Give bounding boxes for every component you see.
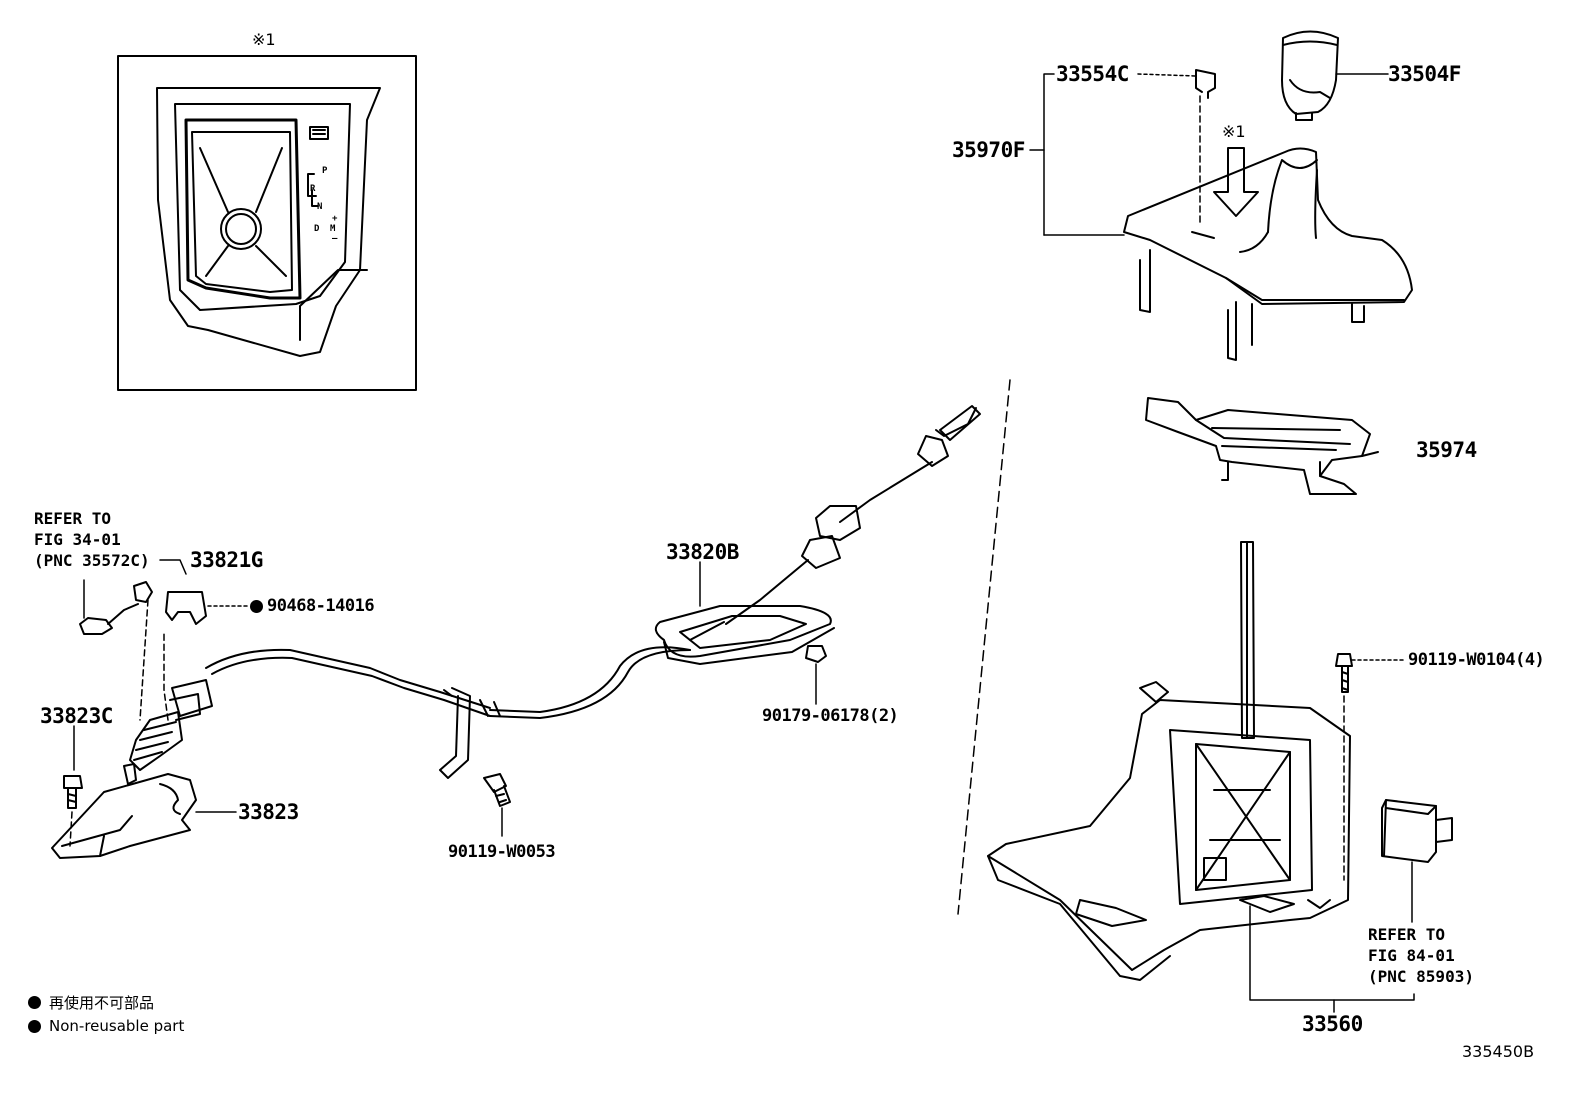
bolt-90119-w0053 — [483, 773, 511, 837]
gear-letter-plus: + — [332, 214, 338, 224]
nut-90179 — [805, 645, 827, 705]
gear-letter-minus: – — [332, 234, 338, 244]
legend-jp: 再使用不可部品 — [28, 992, 154, 1013]
label-33820b: 33820B — [666, 540, 739, 564]
label-33560: 33560 — [1302, 1012, 1363, 1036]
refer-right-line1: REFER TO — [1368, 925, 1446, 944]
shift-lever-assembly — [987, 541, 1351, 981]
label-35970f: 35970F — [952, 138, 1025, 162]
clip-33554C — [1195, 69, 1216, 99]
shift-knob — [1281, 30, 1339, 121]
clip-33821g — [133, 559, 187, 603]
refer-note-right: REFER TO FIG 84-01 (PNC 85903) — [1368, 924, 1474, 987]
label-33823: 33823 — [238, 800, 299, 824]
gear-letter-r: R — [310, 184, 316, 194]
control-module — [1381, 799, 1453, 923]
leader-33560 — [1249, 905, 1415, 1013]
refer-left-line1: REFER TO — [34, 509, 112, 528]
inset-pointer-arrow — [1213, 147, 1259, 217]
label-33821g: 33821G — [190, 548, 263, 572]
label-90468: 90468-14016 — [250, 596, 375, 616]
label-33823c: 33823C — [40, 704, 113, 728]
label-33504f: 33504F — [1388, 62, 1461, 86]
refer-note-left: REFER TO FIG 34-01 (PNC 35572C) — [34, 508, 150, 571]
legend-en: Non-reusable part — [28, 1017, 184, 1035]
shift-panel-illustration — [156, 87, 381, 357]
cable-end — [123, 599, 213, 785]
label-90119-w0053: 90119-W0053 — [448, 842, 556, 862]
bolt-90119-w0104 — [1335, 653, 1407, 881]
non-reusable-dot — [250, 599, 263, 613]
refer-right-line2: FIG 84-01 — [1368, 946, 1455, 965]
section-dashed-line — [957, 379, 1011, 915]
bracket-33823 — [51, 773, 237, 859]
shift-boot-panel — [1123, 147, 1413, 361]
gear-letter-p: P — [322, 166, 328, 176]
label-33554c: 33554C — [1056, 62, 1129, 86]
arrow-mark: ※1 — [1222, 122, 1246, 141]
inset-box — [117, 55, 417, 391]
gear-letter-n: N — [317, 202, 323, 212]
gear-letter-d: D — [314, 224, 320, 234]
label-90119-w0104: 90119-W0104(4) — [1408, 650, 1545, 670]
label-90468-text: 90468-14016 — [267, 596, 375, 616]
legend-jp-text: 再使用不可部品 — [49, 994, 155, 1012]
legend-dot-en — [28, 1019, 41, 1033]
label-90179: 90179-06178(2) — [762, 706, 899, 726]
link-35572c — [79, 579, 139, 635]
refer-left-line3: (PNC 35572C) — [34, 551, 150, 570]
leaders-upper — [1029, 73, 1389, 236]
refer-left-line2: FIG 34-01 — [34, 530, 121, 549]
legend-en-text: Non-reusable part — [49, 1017, 185, 1035]
label-35974: 35974 — [1416, 438, 1477, 462]
bracket-35974 — [1145, 397, 1379, 495]
bolt-33823c — [63, 725, 83, 847]
refer-right-line3: (PNC 85903) — [1368, 967, 1474, 986]
inset-mark: ※1 — [252, 30, 276, 49]
retainer-90468 — [165, 591, 249, 625]
legend-dot-jp — [28, 996, 41, 1009]
gear-letter-m: M — [330, 224, 336, 234]
shift-cable — [205, 405, 981, 779]
figure-reference: 335450B — [1462, 1042, 1535, 1061]
